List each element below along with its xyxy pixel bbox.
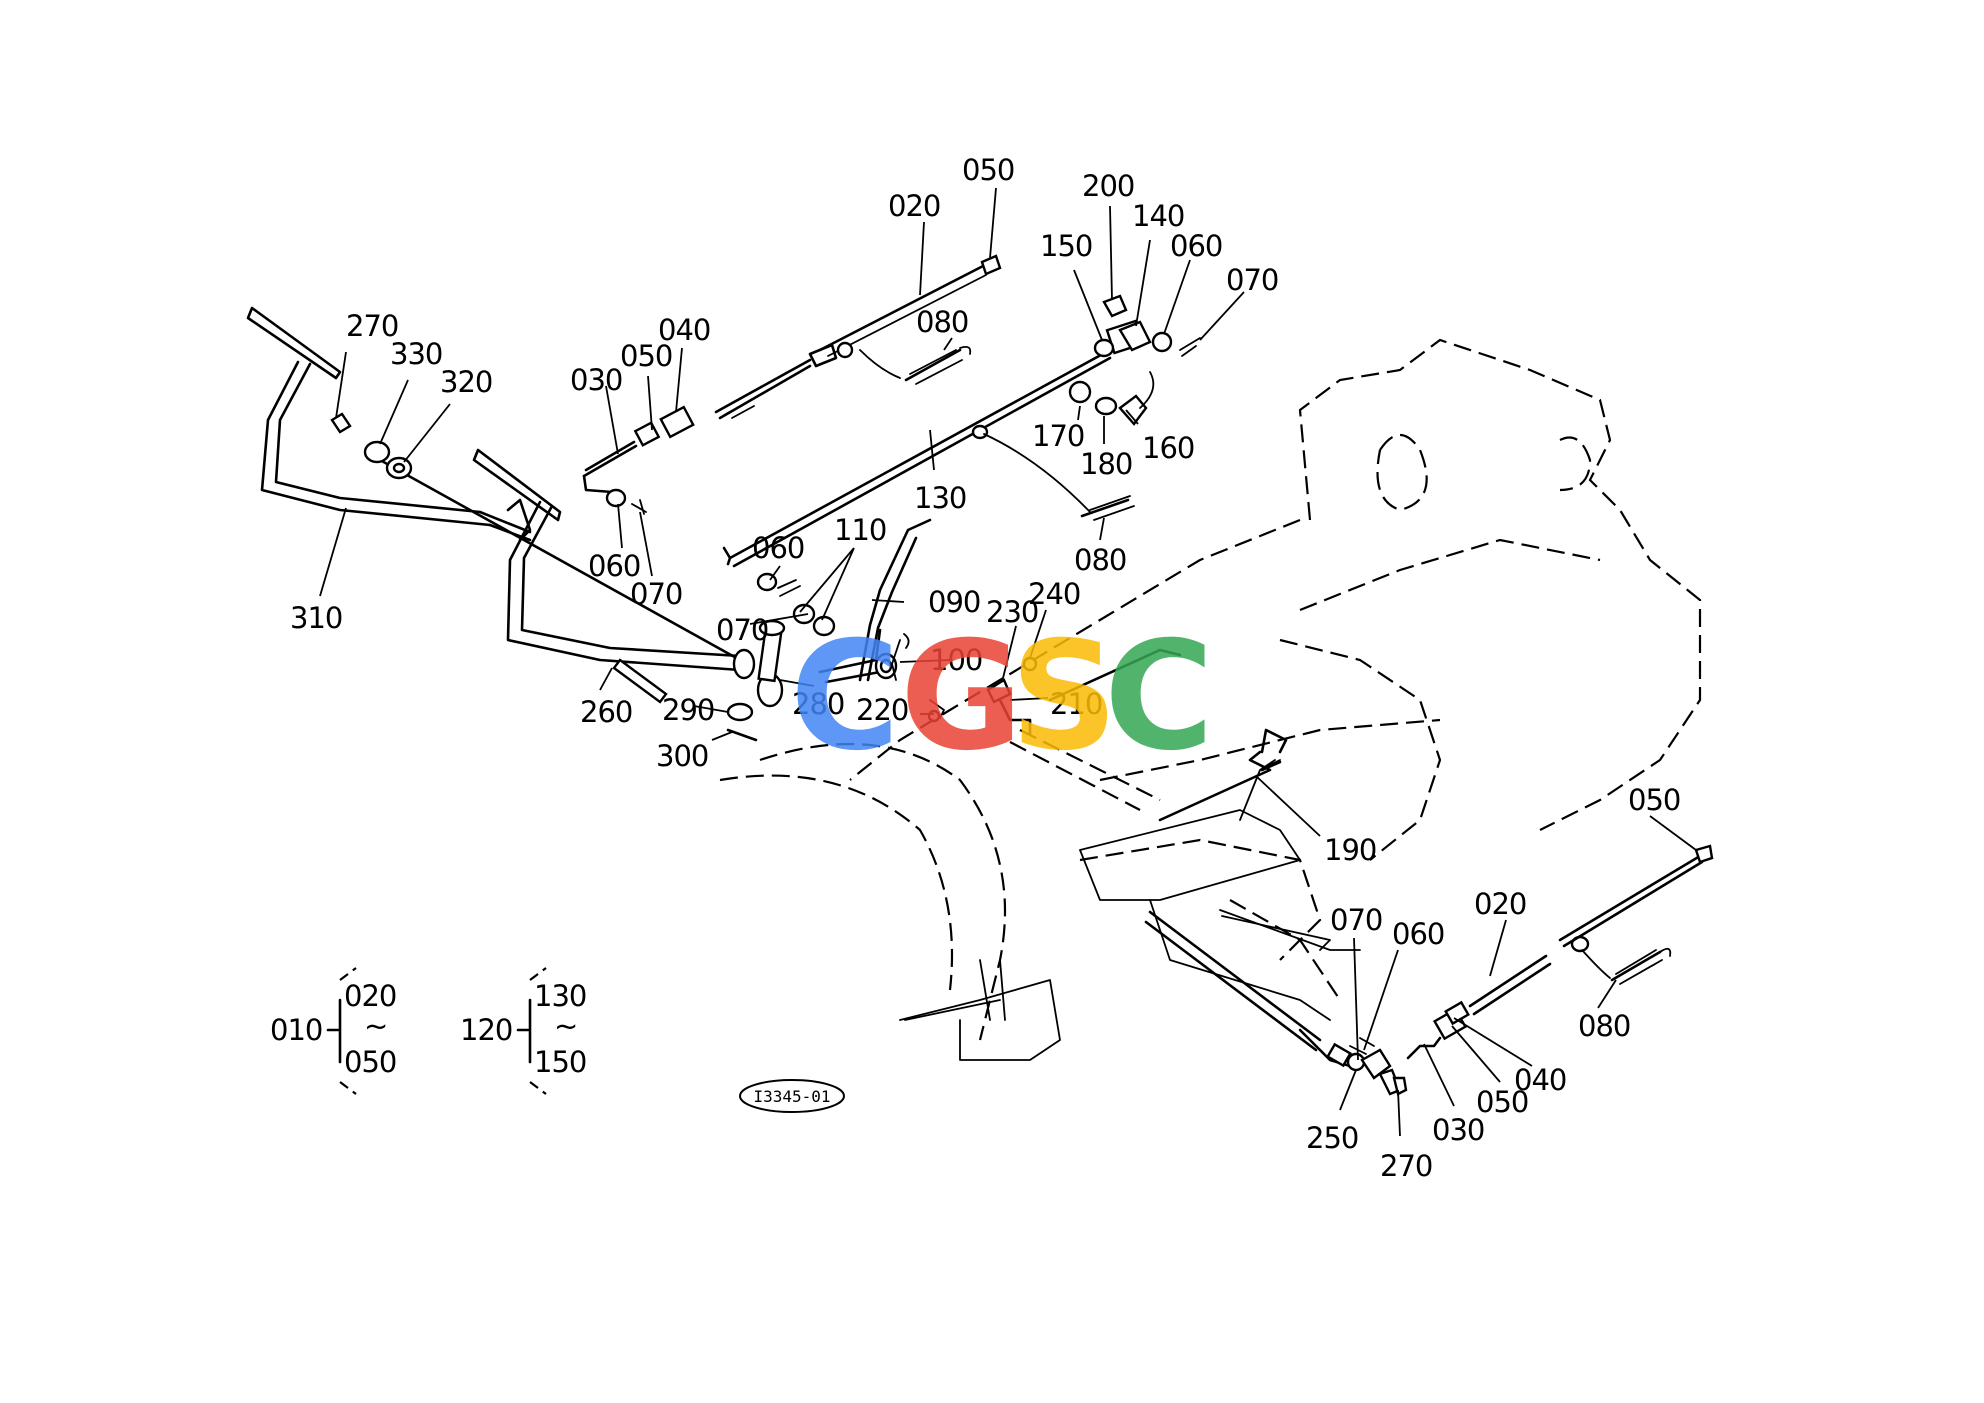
label-050-right: 050 bbox=[1628, 783, 1680, 817]
label-060-left: 060 bbox=[588, 549, 640, 583]
label-170: 170 bbox=[1032, 419, 1084, 453]
label-050-top: 050 bbox=[962, 153, 1014, 187]
watermark-letter-4: C bbox=[1104, 610, 1214, 784]
label-080-mid: 080 bbox=[1074, 543, 1126, 577]
label-200: 200 bbox=[1082, 169, 1134, 203]
label-060-top: 060 bbox=[1170, 229, 1222, 263]
label-040-top: 040 bbox=[658, 313, 710, 347]
label-070-center: 070 bbox=[716, 613, 768, 647]
leader-lines bbox=[319, 187, 1697, 1137]
label-270-left: 270 bbox=[346, 309, 398, 343]
watermark: C G S C bbox=[790, 610, 1214, 784]
label-280: 280 bbox=[792, 687, 844, 721]
label-240: 240 bbox=[1028, 577, 1080, 611]
label-020-right: 020 bbox=[1474, 887, 1526, 921]
label-220: 220 bbox=[856, 693, 908, 727]
label-300: 300 bbox=[656, 739, 708, 773]
legend-group-120: 120 130 ~ 150 bbox=[460, 967, 587, 1095]
legend-parent-010: 010 bbox=[270, 1013, 322, 1047]
label-110: 110 bbox=[834, 513, 886, 547]
label-090: 090 bbox=[928, 585, 980, 619]
label-040-right: 040 bbox=[1514, 1063, 1566, 1097]
label-160: 160 bbox=[1142, 431, 1194, 465]
label-230: 230 bbox=[986, 595, 1038, 629]
label-210: 210 bbox=[1050, 687, 1102, 721]
label-050-right-b: 050 bbox=[1476, 1085, 1528, 1119]
label-260: 260 bbox=[580, 695, 632, 729]
legend-tilde-1: ~ bbox=[364, 1009, 387, 1043]
legend-to-050: 050 bbox=[344, 1045, 396, 1079]
legend-from-130: 130 bbox=[534, 979, 586, 1013]
label-310: 310 bbox=[290, 601, 342, 635]
label-030-top: 030 bbox=[570, 363, 622, 397]
label-250: 250 bbox=[1306, 1121, 1358, 1155]
middle-rod-assembly bbox=[722, 294, 1201, 568]
pedal-assembly-left bbox=[246, 306, 786, 742]
legend-to-150: 150 bbox=[534, 1045, 586, 1079]
label-130: 130 bbox=[914, 481, 966, 515]
label-030-right: 030 bbox=[1432, 1113, 1484, 1147]
label-060-center: 060 bbox=[752, 531, 804, 565]
label-140: 140 bbox=[1132, 199, 1184, 233]
drawing-ref-badge: I3345-01 bbox=[739, 1079, 845, 1113]
center-lever-group bbox=[756, 518, 1288, 822]
label-320: 320 bbox=[440, 365, 492, 399]
legend-tilde-2: ~ bbox=[554, 1009, 577, 1043]
label-330: 330 bbox=[390, 337, 442, 371]
label-070-top: 070 bbox=[1226, 263, 1278, 297]
watermark-letter-2: G bbox=[900, 610, 1023, 784]
label-270-right: 270 bbox=[1380, 1149, 1432, 1183]
label-070-left: 070 bbox=[630, 577, 682, 611]
top-rod-assembly bbox=[582, 254, 1002, 515]
label-060-right: 060 bbox=[1392, 917, 1444, 951]
label-190: 190 bbox=[1324, 833, 1376, 867]
label-150: 150 bbox=[1040, 229, 1092, 263]
label-100: 100 bbox=[930, 643, 982, 677]
label-070-right: 070 bbox=[1330, 903, 1382, 937]
label-290: 290 bbox=[662, 693, 714, 727]
drawing-ref-text: I3345-01 bbox=[753, 1087, 830, 1106]
watermark-letter-1: C bbox=[790, 610, 900, 784]
legend-parent-120: 120 bbox=[460, 1013, 512, 1047]
part-labels: 020 050 040 050 030 080 200 140 150 060 … bbox=[290, 153, 1681, 1183]
engine-outline bbox=[719, 338, 1702, 1061]
label-180: 180 bbox=[1080, 447, 1132, 481]
label-020-top: 020 bbox=[888, 189, 940, 223]
legend-group-010: 010 020 ~ 050 bbox=[270, 967, 397, 1095]
label-050-top-b: 050 bbox=[620, 339, 672, 373]
watermark-letter-3: S bbox=[1010, 610, 1118, 784]
right-rod-assembly bbox=[1144, 844, 1714, 1096]
label-080-right: 080 bbox=[1578, 1009, 1630, 1043]
label-080-top: 080 bbox=[916, 305, 968, 339]
legend-from-020: 020 bbox=[344, 979, 396, 1013]
